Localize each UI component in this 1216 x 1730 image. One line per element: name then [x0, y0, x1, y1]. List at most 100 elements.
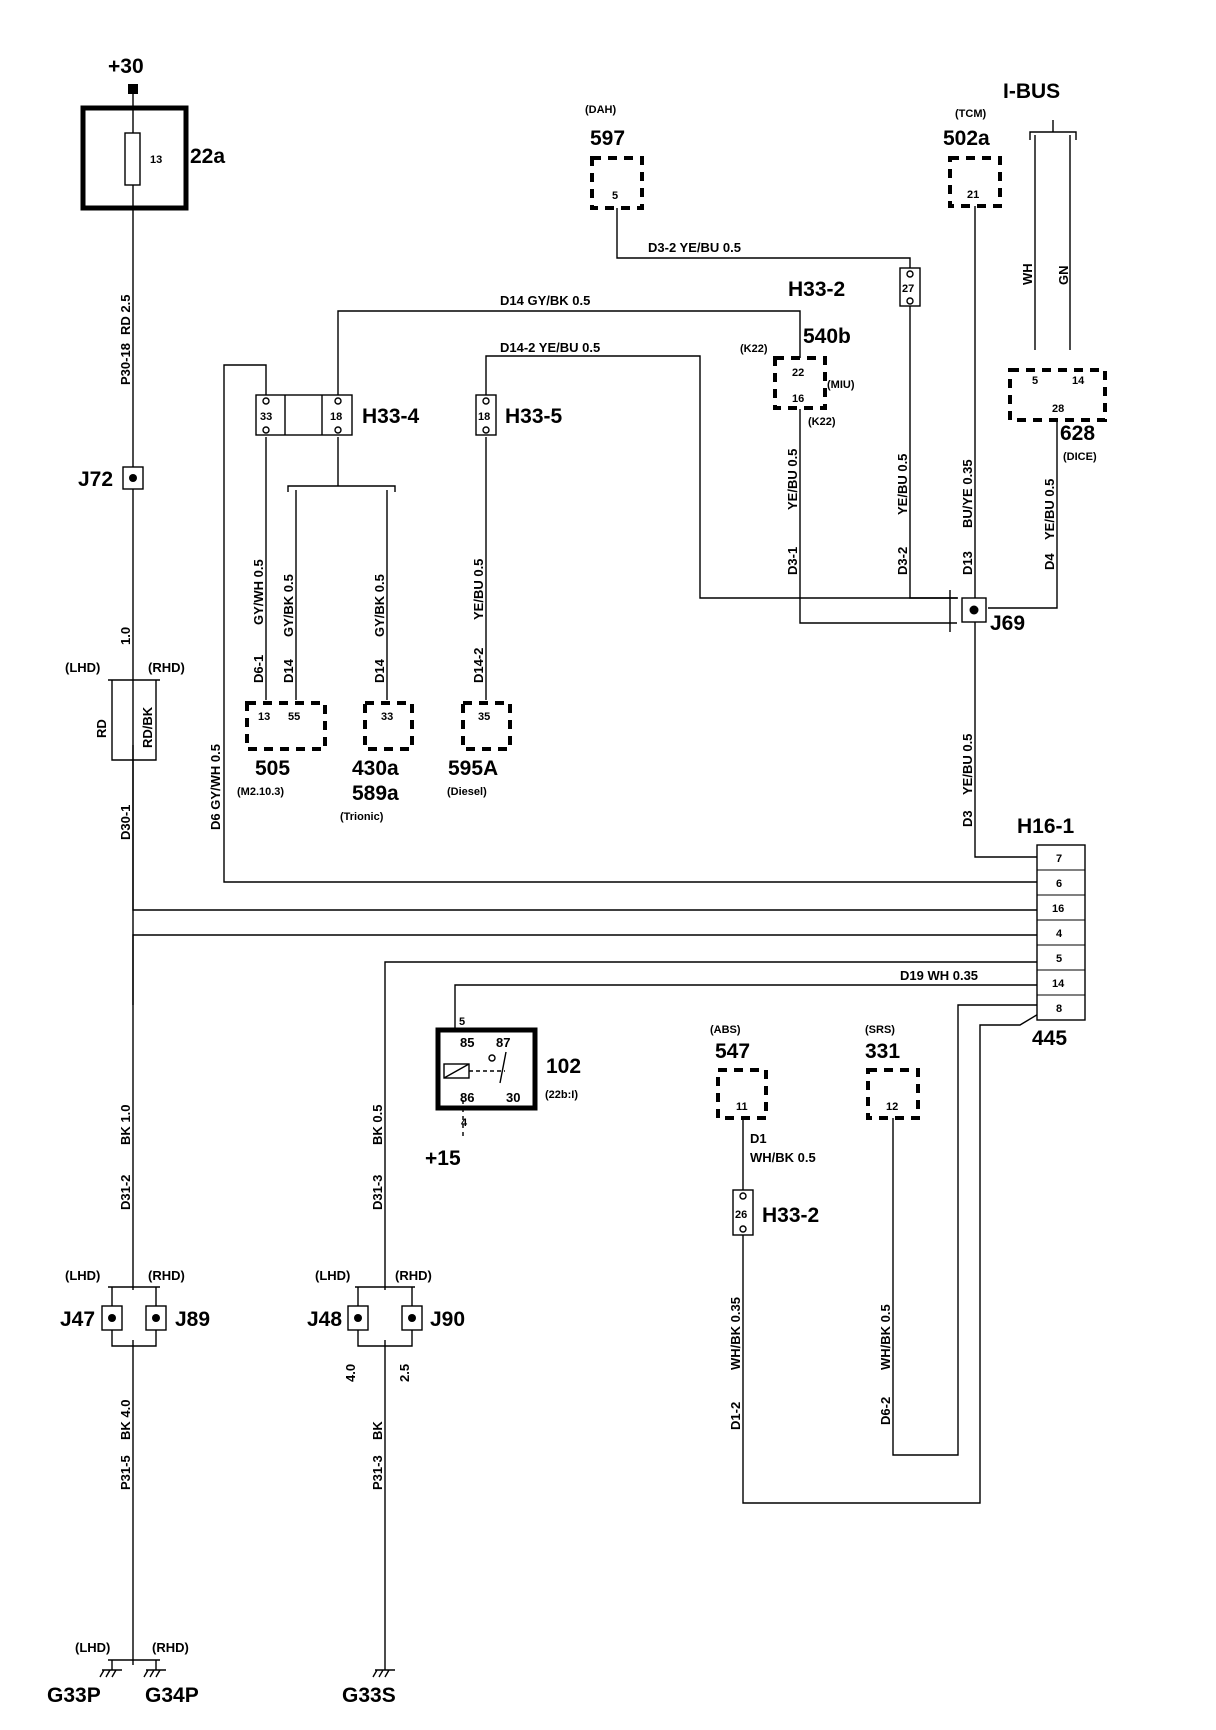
- wire-d13-color: BU/YE 0.35: [960, 459, 975, 528]
- c628-box: [1008, 368, 1107, 422]
- c502a-sub: (TCM): [955, 108, 986, 120]
- splice-j69-dot: [969, 605, 979, 615]
- conn-h33-2-top: [899, 267, 921, 307]
- c430a-id: 430a: [352, 757, 399, 780]
- relay-102-box: [435, 1027, 538, 1111]
- conn-h33-4-pin3: [262, 426, 270, 434]
- wire-d3-2-top: [616, 202, 911, 275]
- wire-d3-label: D3: [960, 810, 975, 827]
- variant-lhd-1: (LHD): [65, 660, 100, 675]
- c597-pin: 5: [612, 190, 618, 202]
- c502a-box: [948, 156, 1002, 208]
- splice-j72-dot: [129, 474, 137, 482]
- splice-j48-label: J48: [307, 1308, 342, 1331]
- c540b-box: [773, 356, 827, 410]
- c505-id: 505: [255, 757, 290, 780]
- wire-d14-a-label: D14: [281, 658, 296, 683]
- c547-sub: (ABS): [710, 1024, 741, 1036]
- c540b-k22b: (K22): [808, 416, 836, 428]
- c505-pin-b: 55: [288, 711, 300, 723]
- brace-j69: [949, 590, 957, 632]
- variant-rhd-2: (RHD): [148, 1268, 185, 1283]
- supply-plus15: +15: [425, 1147, 461, 1170]
- conn-h16-1-dividers: [1037, 869, 1085, 996]
- conn-h33-4-pin2: [334, 397, 342, 405]
- wire-p31-3-label: P31-3: [370, 1455, 385, 1490]
- c540b-miu: (MIU): [827, 379, 855, 391]
- variant-rhd-4: (RHD): [152, 1640, 189, 1655]
- splice-j69-label: J69: [990, 612, 1025, 635]
- conn-h33-2-bot-pin2: [739, 1225, 747, 1233]
- conn-h33-2-bot-label: H33-2: [762, 1204, 819, 1227]
- fuse-box: [80, 105, 189, 211]
- conn-h16-1-body: [1036, 844, 1086, 1021]
- conn-h33-2-bot-pin1: [739, 1192, 747, 1200]
- c628-id: 628: [1060, 422, 1095, 445]
- c589a-id: 589a: [352, 782, 399, 805]
- c505-pin-a: 13: [258, 711, 270, 723]
- wire-d31-3-color: BK 0.5: [370, 1105, 385, 1145]
- c445-id: 445: [1032, 1027, 1067, 1050]
- variant-lhd-3: (LHD): [315, 1268, 350, 1283]
- splice-j89-dot: [152, 1314, 160, 1322]
- relay-102-id: 102: [546, 1055, 581, 1078]
- ibus-bracket: [1029, 120, 1077, 140]
- conn-h16-1-label: H16-1: [1017, 815, 1075, 838]
- ground-symbol-g33s: [372, 1665, 395, 1678]
- c628-pin-b: 14: [1072, 375, 1085, 387]
- conn-h16-1-pin-0: 7: [1056, 853, 1062, 865]
- ground-symbol-g34p-lines: [143, 1660, 166, 1678]
- c628-pin-c: 28: [1052, 403, 1064, 415]
- wire-p31-3-color: BK: [370, 1421, 385, 1440]
- wire-d3-1-color: YE/BU 0.5: [785, 449, 800, 510]
- c595a-box: [461, 701, 512, 751]
- wire-d1-label: D1: [750, 1131, 767, 1146]
- ground-symbol-g33p: [99, 1660, 122, 1678]
- relay-p85: 85: [460, 1035, 474, 1050]
- wire-p30-rd-label: RD 2.5: [118, 295, 133, 335]
- ground-symbol-g33p-lines: [99, 1660, 122, 1678]
- c331-pin: 12: [886, 1101, 898, 1113]
- splice-j90-dot: [408, 1314, 416, 1322]
- relay-p30: 30: [506, 1090, 520, 1105]
- wire-d14-top: [337, 310, 801, 402]
- wire-d6-left-label: D6 GY/WH 0.5: [208, 744, 223, 830]
- ground-symbol-g33s-lines: [372, 1665, 395, 1678]
- c595a-id: 595A: [448, 757, 498, 780]
- c331-box: [866, 1068, 920, 1120]
- relay-102-sub: (22b:I): [545, 1089, 578, 1101]
- wire-gn-label: GN: [1056, 266, 1071, 286]
- c331-sub: (SRS): [865, 1024, 895, 1036]
- wire-d6-2-color: WH/BK 0.5: [878, 1304, 893, 1370]
- conn-h33-4-pin-a: 33: [260, 411, 272, 423]
- conn-h33-5: [475, 394, 497, 436]
- wire-d6: [223, 364, 1040, 883]
- wire-g2-5: 2.5: [397, 1364, 412, 1382]
- c430a-sub: (Trionic): [340, 811, 384, 823]
- wire-d3-1: [799, 409, 950, 624]
- relay-p86: 86: [460, 1090, 474, 1105]
- conn-h33-2-top-pin1: [906, 270, 914, 278]
- variant-lhd-4: (LHD): [75, 1640, 110, 1655]
- conn-h33-5-pin2: [482, 426, 490, 434]
- c505-sub: (M2.10.3): [237, 786, 284, 798]
- wire-d14-top-label: D14 GY/BK 0.5: [500, 293, 590, 308]
- wire-d30-1-label: D30-1: [118, 805, 133, 840]
- wire-d30-rd: RD: [94, 719, 109, 738]
- splice-j89-label: J89: [175, 1308, 210, 1331]
- wire-d31-2: [132, 934, 1040, 1290]
- wire-d1-2-loop: [742, 1012, 1041, 1504]
- splice-j47-label: J47: [60, 1308, 95, 1331]
- c597-id: 597: [590, 127, 625, 150]
- conn-h33-5-pin1: [482, 397, 490, 405]
- wire-d4: [988, 420, 1058, 609]
- conn-h33-2-top-pin2: [906, 297, 914, 305]
- brace-h33-4: [287, 437, 396, 492]
- conn-h33-4-pin-b: 18: [330, 411, 342, 423]
- c430a-box: [363, 701, 414, 751]
- wire-g4-0: 4.0: [343, 1364, 358, 1382]
- wire-d3-2-label: D3-2: [895, 547, 910, 575]
- wire-d30-rdbk: RD/BK: [140, 706, 155, 748]
- conn-h33-4-pin1: [262, 397, 270, 405]
- wire-d1-color: WH/BK 0.5: [750, 1150, 816, 1165]
